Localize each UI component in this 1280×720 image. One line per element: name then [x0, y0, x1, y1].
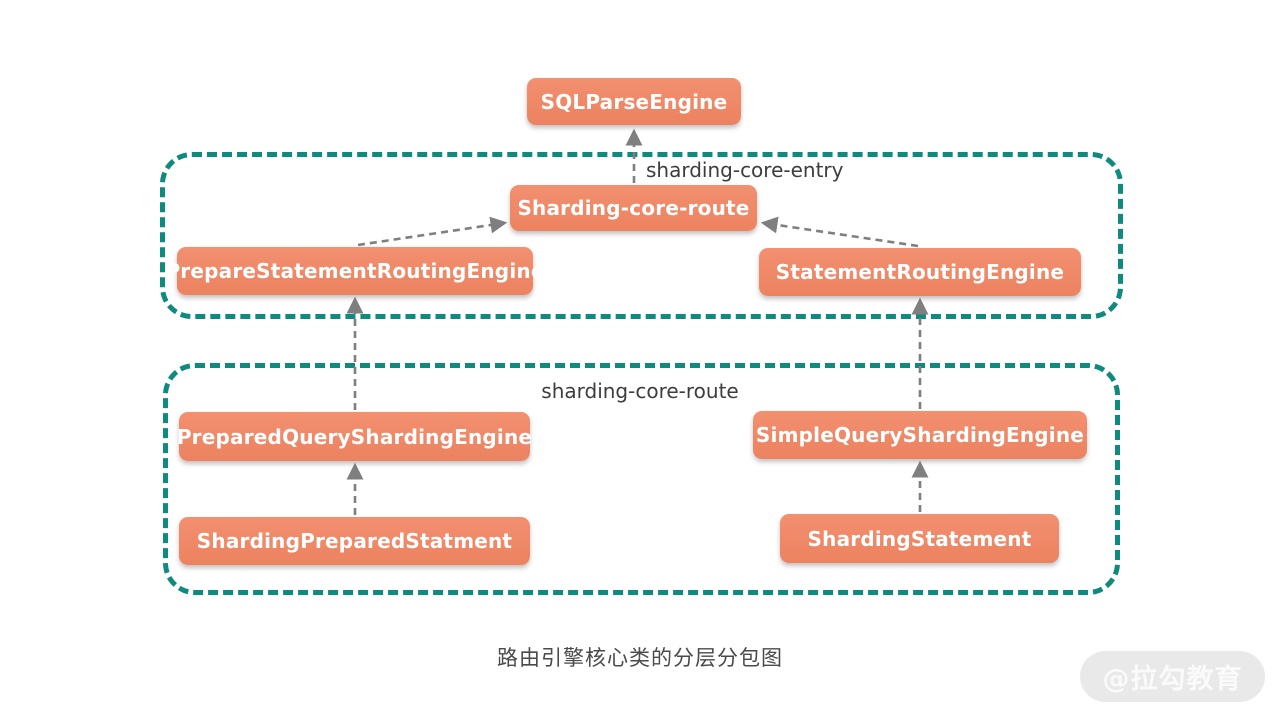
- node-prepare-statement-routing-engine: PrepareStatementRoutingEngine: [165, 247, 544, 295]
- node-simple-query-sharding-engine: SimpleQueryShardingEngine: [753, 411, 1087, 459]
- diagram-caption: 路由引擎核心类的分层分包图: [497, 646, 783, 670]
- node-sql-parse-engine: SQLParseEngine: [527, 78, 741, 125]
- group-sharding-core-route: [163, 363, 1120, 595]
- watermark-badge: @拉勾教育: [1080, 651, 1265, 702]
- group-sharding-core-entry: [160, 152, 1123, 319]
- node-prepared-query-sharding-engine: PreparedQueryShardingEngine: [177, 412, 532, 461]
- node-statement-routing-engine: StatementRoutingEngine: [759, 248, 1081, 296]
- node-sharding-statement: ShardingStatement: [780, 514, 1059, 563]
- watermark-text: @拉勾教育: [1102, 664, 1243, 695]
- node-sharding-core-route: Sharding-core-route: [510, 185, 757, 231]
- group-label-sharding-core-route: sharding-core-route: [541, 379, 739, 403]
- group-label-sharding-core-entry: sharding-core-entry: [646, 158, 844, 182]
- node-sharding-prepared-statment: ShardingPreparedStatment: [179, 517, 530, 565]
